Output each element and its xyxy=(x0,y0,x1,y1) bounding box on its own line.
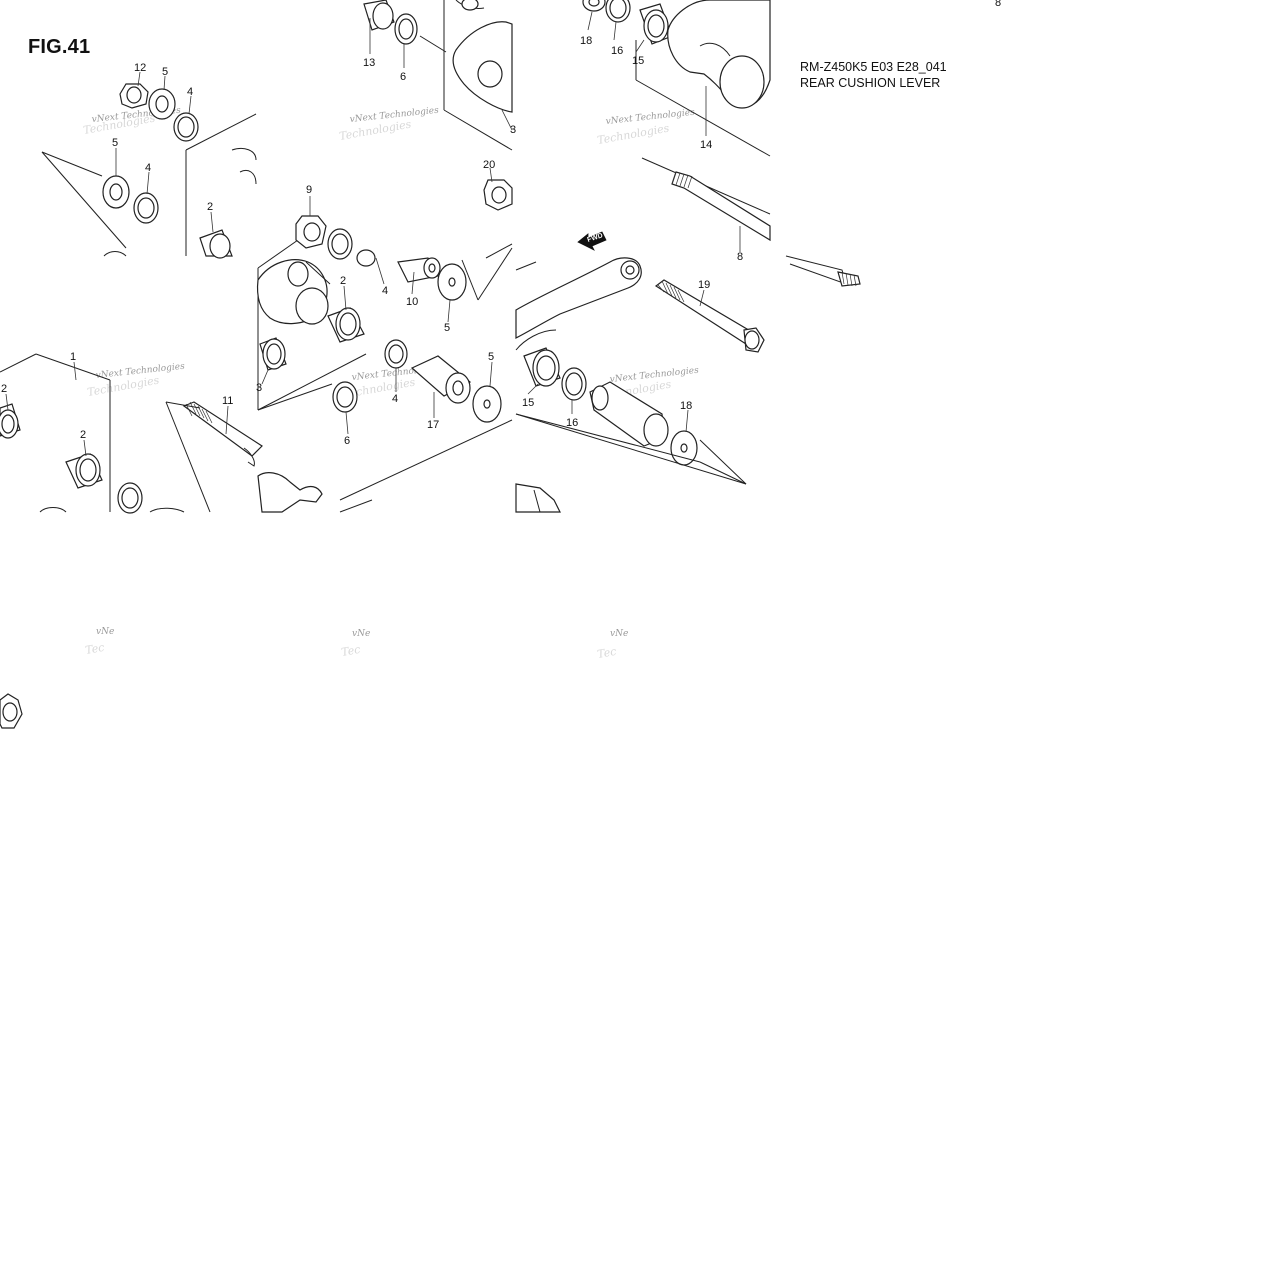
bolt-part xyxy=(671,171,771,242)
nut-part xyxy=(0,693,23,729)
callout-label: 4 xyxy=(187,86,193,98)
callout-label: 4 xyxy=(145,162,151,174)
callout-label: 8 xyxy=(737,251,743,263)
callout-label: 2 xyxy=(207,201,213,213)
callout-label: 18 xyxy=(680,400,692,412)
washer-part xyxy=(437,263,467,301)
callout-label: 2 xyxy=(1,383,7,395)
callout-label: 16 xyxy=(611,45,623,57)
tile-top-middle: 13 6 3 20 xyxy=(363,0,516,211)
callout-label: 2 xyxy=(80,429,86,441)
bearing-part xyxy=(523,347,561,387)
callout-label: 3 xyxy=(510,124,516,136)
bearing-part xyxy=(0,403,21,439)
seal-part xyxy=(384,339,408,369)
bolt-tip-part xyxy=(785,255,861,287)
callout-label: 5 xyxy=(444,322,450,334)
bearing-part xyxy=(327,307,365,343)
model-code-label: RM-Z450K5 E03 E28_041 xyxy=(800,60,947,74)
tile-middle-center: 9 2 4 10 5 xyxy=(256,184,513,513)
watermark-text: vNe xyxy=(96,627,114,637)
callout-label: 15 xyxy=(522,397,534,409)
callout-label: 1 xyxy=(70,351,76,363)
bearing-part xyxy=(199,229,233,259)
watermark-text: vNe xyxy=(610,629,628,639)
callout-label: 14 xyxy=(700,139,712,151)
callout-label: 17 xyxy=(427,419,439,431)
washer-part xyxy=(102,175,130,209)
callout-label: 11 xyxy=(222,395,233,407)
seal-part xyxy=(394,13,418,45)
tile-middle-left: 1 2 2 11 xyxy=(0,351,263,514)
callout-label: 5 xyxy=(488,351,494,363)
seal-part xyxy=(173,112,199,142)
bearing-part xyxy=(65,453,103,489)
seal-part xyxy=(133,192,159,224)
callout-label: 2 xyxy=(340,275,346,287)
callout-label: 5 xyxy=(162,66,168,78)
seal-part xyxy=(332,381,358,413)
watermark-text: Tec xyxy=(596,645,617,661)
washer-part xyxy=(148,88,176,120)
tile-top-left: 12 5 4 5 4 2 xyxy=(41,62,257,259)
forward-direction-arrow: FWD xyxy=(577,231,607,251)
fwd-label: FWD xyxy=(586,232,603,244)
bearing-part xyxy=(639,3,673,45)
bolt-part xyxy=(182,401,263,467)
tile-top-right: 18 16 15 14 8 8 xyxy=(580,0,1001,263)
watermark-text: Tec xyxy=(340,643,361,659)
callout-label: 20 xyxy=(483,159,495,171)
callout-label: 19 xyxy=(698,279,710,291)
watermark-text: vNe xyxy=(352,629,370,639)
callout-label: 4 xyxy=(382,285,388,297)
callout-label: 5 xyxy=(112,137,118,149)
callout-label: 10 xyxy=(406,296,418,308)
callout-label: 6 xyxy=(400,71,406,83)
callout-label: 9 xyxy=(306,184,312,196)
seal-part xyxy=(605,0,631,23)
spacer-part xyxy=(410,355,472,404)
assembly-name-label: REAR CUSHION LEVER xyxy=(800,76,941,90)
callout-label: 12 xyxy=(134,62,146,74)
bolt-part xyxy=(654,279,765,353)
callout-label: 13 xyxy=(363,57,375,69)
watermark-text: Tec xyxy=(84,641,105,657)
figure-title: FIG.41 xyxy=(28,36,91,58)
callout-label: 18 xyxy=(580,35,592,47)
callout-label: 6 xyxy=(344,435,350,447)
bearing-part xyxy=(259,337,287,371)
collar-part xyxy=(363,0,395,31)
seal-part xyxy=(561,367,587,401)
cushion-rod-part xyxy=(667,0,771,109)
nut-part xyxy=(483,179,513,211)
spacer-part xyxy=(397,257,441,283)
spacer-part xyxy=(589,381,669,447)
callout-label: 8 xyxy=(995,0,1001,9)
washer-part xyxy=(472,385,502,423)
tile-middle-right: 19 xyxy=(515,257,765,513)
callout-label: 3 xyxy=(256,382,262,394)
callout-label: 16 xyxy=(566,417,578,429)
collar-part xyxy=(295,215,327,249)
washer-part xyxy=(582,0,606,12)
nut-part xyxy=(119,83,149,109)
callout-label: 15 xyxy=(632,55,644,67)
callout-label: 4 xyxy=(392,393,398,405)
lower-callouts: 3 4 6 17 5 15 16 18 xyxy=(256,351,692,447)
